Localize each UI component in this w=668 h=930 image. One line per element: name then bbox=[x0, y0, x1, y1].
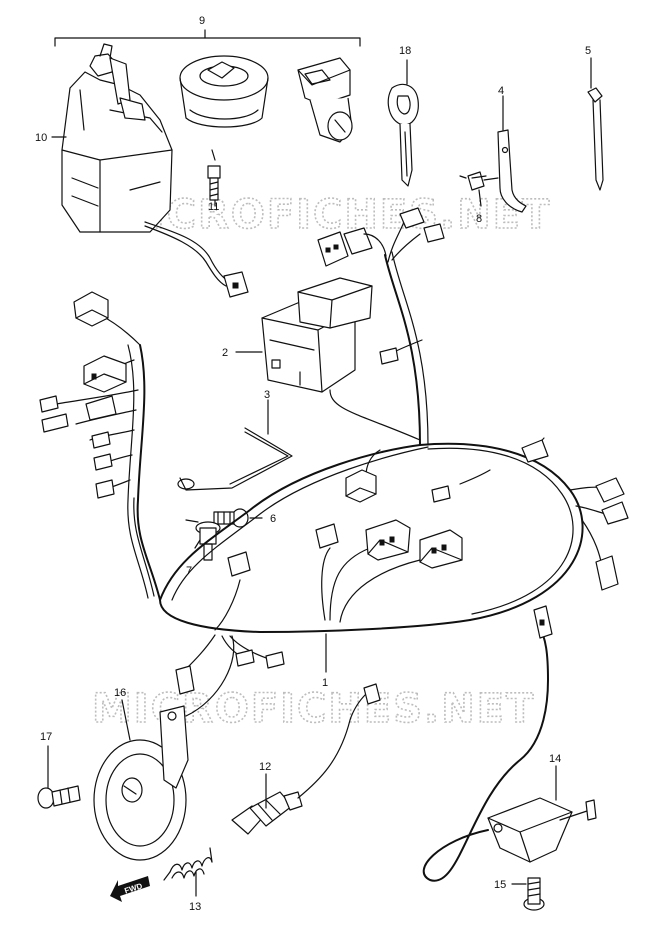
callout-11: 11 bbox=[208, 201, 219, 213]
ignition-cover-ring[interactable] bbox=[179, 55, 269, 128]
neutral-connector[interactable] bbox=[363, 683, 381, 705]
ignition-screw[interactable] bbox=[207, 165, 221, 201]
clamp-screw[interactable] bbox=[459, 171, 499, 191]
ignition-lead-wire bbox=[144, 221, 231, 283]
side-stand-bolt[interactable] bbox=[523, 877, 545, 911]
harness-connector-center[interactable] bbox=[345, 469, 377, 503]
harness-connector-right-low[interactable] bbox=[595, 555, 619, 591]
side-stand-wire bbox=[422, 631, 549, 882]
relay[interactable] bbox=[261, 277, 373, 393]
callout-12: 12 bbox=[259, 761, 271, 773]
mounting-bracket-wire[interactable] bbox=[177, 427, 293, 491]
harness-connector-right-mid[interactable] bbox=[595, 477, 629, 525]
harness-connector-lower-right[interactable] bbox=[419, 529, 463, 569]
watermark-bottom: MICROFICHES.NET bbox=[92, 686, 535, 732]
seat-lock[interactable] bbox=[297, 57, 353, 143]
cable-tie[interactable] bbox=[587, 87, 604, 191]
harness-connector-lower-mid[interactable] bbox=[365, 519, 411, 561]
leader-lines bbox=[47, 57, 592, 897]
callout-2: 2 bbox=[222, 347, 228, 359]
ignition-switch[interactable] bbox=[61, 43, 173, 233]
callout-14: 14 bbox=[549, 753, 561, 765]
bracket-screw-lower[interactable] bbox=[185, 519, 221, 561]
callout-7: 7 bbox=[186, 565, 192, 577]
callout-3: 3 bbox=[264, 389, 270, 401]
harness-bullet-center[interactable] bbox=[431, 485, 451, 503]
callout-4: 4 bbox=[498, 85, 504, 97]
neutral-switch[interactable] bbox=[231, 791, 303, 835]
forward-arrow-icon: FWD bbox=[110, 876, 150, 902]
harness-connector-lower-small[interactable] bbox=[175, 551, 285, 695]
harness-connector-lower-left[interactable] bbox=[315, 523, 339, 549]
ignition-set-bracket bbox=[54, 29, 361, 47]
harness-connector-left-mid[interactable] bbox=[83, 355, 127, 393]
horn-bolt[interactable] bbox=[37, 785, 81, 809]
ignition-key[interactable] bbox=[387, 83, 419, 187]
callout-8: 8 bbox=[476, 213, 482, 225]
spring[interactable] bbox=[163, 847, 213, 881]
neutral-switch-wire bbox=[297, 693, 367, 799]
callout-15: 15 bbox=[494, 879, 506, 891]
callout-17: 17 bbox=[40, 731, 52, 743]
horn[interactable] bbox=[93, 705, 189, 861]
watermark-top: MICROFICHES.NET bbox=[108, 192, 551, 238]
harness-connector-top-left[interactable] bbox=[317, 227, 387, 267]
callout-1: 1 bbox=[322, 677, 328, 689]
callout-labels: 9 10 11 2 3 6 7 18 4 8 5 1 16 17 12 13 1… bbox=[35, 15, 591, 913]
harness-bullets-left[interactable] bbox=[39, 395, 117, 499]
harness-connector-top-right[interactable] bbox=[399, 207, 445, 243]
ignition-connector[interactable] bbox=[223, 271, 249, 298]
harness-connector-right-top[interactable] bbox=[521, 439, 549, 463]
callout-16: 16 bbox=[114, 687, 126, 699]
clamp-bracket[interactable] bbox=[497, 129, 527, 213]
callout-10: 10 bbox=[35, 132, 47, 144]
callout-9: 9 bbox=[199, 15, 205, 27]
callout-5: 5 bbox=[585, 45, 591, 57]
harness-connector-left-top[interactable] bbox=[73, 291, 109, 327]
callout-6: 6 bbox=[270, 513, 276, 525]
callout-18: 18 bbox=[399, 45, 411, 57]
side-stand-connector[interactable] bbox=[533, 605, 553, 639]
side-stand-switch[interactable] bbox=[487, 797, 597, 863]
horn-wire bbox=[185, 635, 235, 717]
harness-bullet-connector[interactable] bbox=[379, 347, 399, 365]
callout-13: 13 bbox=[189, 901, 201, 913]
